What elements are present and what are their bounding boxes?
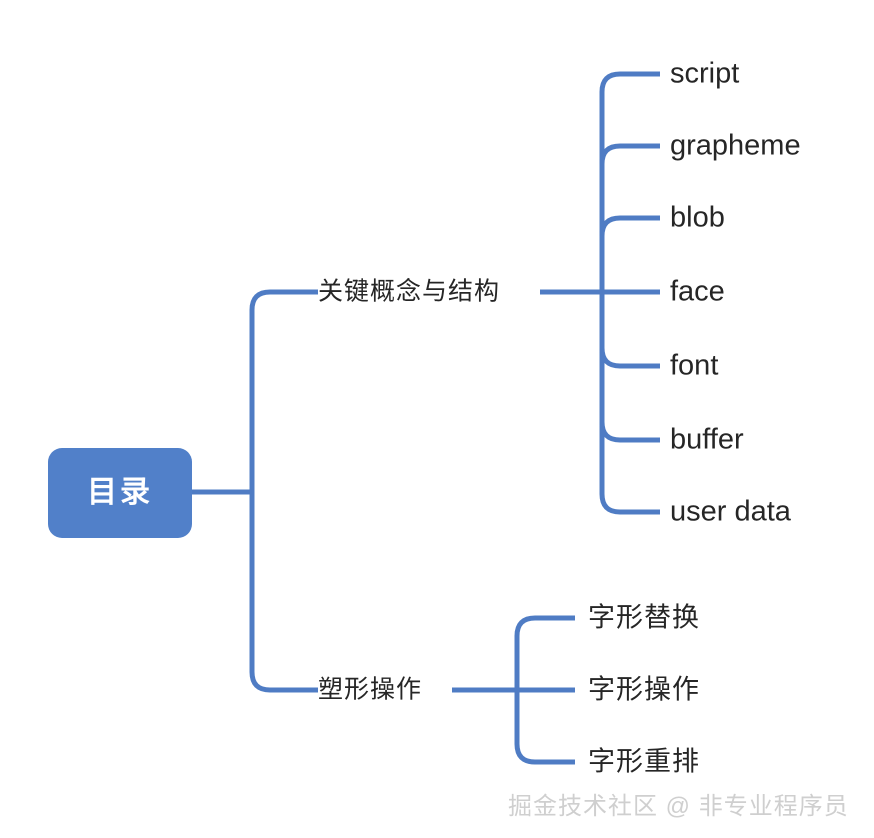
- connector-leaf-glyph-substitution: [514, 615, 575, 637]
- leaf-label-glyph-operation[interactable]: 字形操作: [588, 674, 700, 705]
- leaf-label-blob[interactable]: blob: [670, 201, 725, 234]
- leaf-label-glyph-substitution[interactable]: 字形替换: [588, 602, 700, 633]
- watermark: 掘金技术社区 @ 非专业程序员: [508, 793, 849, 820]
- leaf-label-glyph-reorder[interactable]: 字形重排: [588, 746, 700, 777]
- connector-leaf-glyph-reorder: [514, 743, 575, 765]
- leaf-label-face[interactable]: face: [670, 275, 725, 308]
- connector-leaf-buffer: [599, 421, 660, 443]
- branch-label-key-concepts[interactable]: 关键概念与结构: [318, 277, 501, 306]
- leaf-label-font[interactable]: font: [670, 349, 719, 382]
- leaf-label-user-data[interactable]: user data: [670, 495, 791, 528]
- connector-leaf-blob: [599, 215, 660, 237]
- connector-leaf-grapheme: [599, 143, 660, 165]
- root-node-label: 目录: [87, 476, 153, 509]
- leaf-label-buffer[interactable]: buffer: [670, 423, 744, 456]
- leaf-label-script[interactable]: script: [670, 57, 740, 90]
- connector-leaf-script: [599, 71, 660, 93]
- root-node[interactable]: 目录: [48, 448, 192, 538]
- connector-leaf-user-data: [599, 493, 660, 515]
- connector-root-to-branch-2: [249, 492, 318, 693]
- branch-label-shaping-operations[interactable]: 塑形操作: [318, 675, 423, 704]
- connector-leaf-font: [599, 347, 660, 369]
- connector-root-to-branch-1: [249, 289, 318, 492]
- leaf-label-grapheme[interactable]: grapheme: [670, 129, 801, 162]
